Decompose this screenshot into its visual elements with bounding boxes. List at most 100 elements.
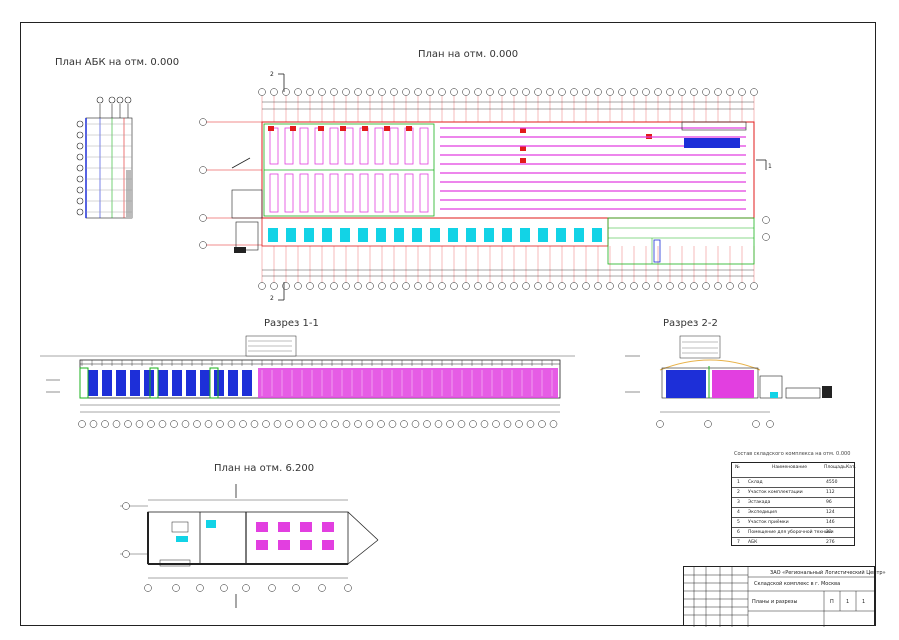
section-2-title: Разрез 2-2 <box>663 318 718 329</box>
axis-marker <box>618 88 626 96</box>
axis-marker <box>144 584 152 592</box>
axis-marker <box>538 420 546 428</box>
axis-marker <box>366 88 374 96</box>
axis-marker <box>172 584 180 592</box>
section-rack <box>102 370 112 396</box>
axis-marker <box>258 88 266 96</box>
workstation <box>278 540 290 550</box>
axis-marker <box>227 420 236 428</box>
axis-marker <box>558 88 566 96</box>
section-rack <box>158 370 168 396</box>
axis-marker <box>89 420 98 428</box>
axis-marker <box>426 282 434 290</box>
axis-marker <box>258 282 266 290</box>
spec-col-num: № <box>735 465 740 470</box>
axis-marker <box>78 420 86 428</box>
axis-marker <box>101 420 109 428</box>
axis-marker <box>434 420 443 428</box>
axis-marker <box>492 420 500 428</box>
axis-marker <box>354 282 362 290</box>
spec-col-area: Площадь <box>824 465 846 470</box>
title-block-grid <box>684 567 876 627</box>
axis-marker <box>411 420 420 428</box>
axis-marker <box>654 282 662 290</box>
axis-marker <box>242 584 250 592</box>
loading-bay <box>484 228 494 242</box>
axis-marker <box>480 420 489 428</box>
axis-marker <box>268 584 276 592</box>
axis-marker <box>414 282 422 290</box>
axis-marker <box>582 282 590 290</box>
axis-marker <box>558 282 566 290</box>
axis-marker <box>570 282 578 290</box>
axis-marker <box>330 88 338 96</box>
marker-block <box>318 126 324 131</box>
axis-marker <box>365 420 374 428</box>
axis-marker <box>220 584 228 592</box>
axis-marker <box>503 420 512 428</box>
axis-marker <box>294 88 302 96</box>
axis-marker <box>642 282 650 290</box>
rack <box>299 127 309 165</box>
loading-bay <box>448 228 458 242</box>
axis-marker <box>423 420 431 428</box>
axis-marker <box>270 88 278 96</box>
axis-marker <box>549 420 558 428</box>
axis-marker <box>270 282 278 290</box>
section-1-drawing <box>40 335 575 428</box>
axis-marker <box>534 282 542 290</box>
axis-marker <box>294 282 302 290</box>
axis-marker <box>366 282 374 290</box>
axis-marker <box>474 282 482 290</box>
axis-marker <box>285 420 293 428</box>
axis-marker <box>666 88 674 96</box>
axis-marker <box>666 282 674 290</box>
axis-marker <box>702 282 710 290</box>
axis-marker <box>308 420 316 428</box>
axis-marker <box>402 282 410 290</box>
axis-marker <box>342 88 350 96</box>
axis-marker <box>738 282 746 290</box>
axis-marker <box>282 282 290 290</box>
loading-bay <box>574 228 584 242</box>
axis-marker <box>750 282 758 290</box>
axis-marker <box>282 88 290 96</box>
axis-marker <box>331 420 339 428</box>
axis-marker <box>738 88 746 96</box>
loading-bay <box>592 228 602 242</box>
axis-marker <box>678 282 686 290</box>
workstation <box>300 540 312 550</box>
axis-marker <box>750 88 758 96</box>
marker-block <box>290 126 296 131</box>
section-1-title: Разрез 1-1 <box>264 318 319 329</box>
axis-marker <box>273 420 282 428</box>
section-rack <box>214 370 224 396</box>
axis-marker <box>594 282 602 290</box>
workstation <box>256 540 268 550</box>
axis-marker <box>170 420 178 428</box>
axis-marker <box>534 88 542 96</box>
axis-marker <box>630 88 638 96</box>
svg-text:2: 2 <box>270 71 274 78</box>
axis-marker <box>377 420 385 428</box>
rack <box>299 173 309 213</box>
rack <box>404 173 414 213</box>
axis-marker <box>390 88 398 96</box>
loading-bay <box>304 228 314 242</box>
axis-marker <box>354 420 362 428</box>
axis-marker <box>318 88 326 96</box>
axis-marker <box>181 420 190 428</box>
axis-marker <box>426 88 434 96</box>
marker-block <box>268 126 274 131</box>
marker-block <box>362 126 368 131</box>
section-rack <box>116 370 126 396</box>
workstation <box>278 522 290 532</box>
axis-marker <box>702 88 710 96</box>
axis-marker <box>690 282 698 290</box>
axis-marker <box>378 282 386 290</box>
axis-marker <box>570 88 578 96</box>
axis-marker <box>388 420 397 428</box>
loading-bay <box>340 228 350 242</box>
